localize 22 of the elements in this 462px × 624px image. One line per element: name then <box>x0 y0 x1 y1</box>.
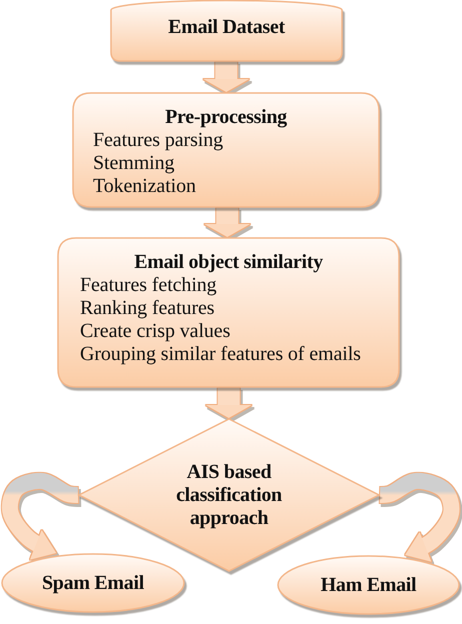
process-box <box>72 92 380 208</box>
block-arrow <box>203 62 250 92</box>
data-source-box <box>110 0 343 62</box>
step-text: Features parsing <box>93 129 224 152</box>
step-text: Create crisp values <box>80 320 230 343</box>
step-text: Stemming <box>93 152 174 175</box>
result-label: Ham Email <box>320 574 416 596</box>
result-label: Spam Email <box>42 572 144 594</box>
block-arrow <box>204 208 250 237</box>
decision-text: AIS based classification approach <box>175 460 283 530</box>
step-text: Tokenization <box>93 175 196 198</box>
process-box <box>57 237 400 388</box>
box-heading: Email object similarity <box>134 251 323 274</box>
result-ellipse <box>1 553 185 613</box>
step-text: Ranking features <box>80 297 214 320</box>
step-text: Grouping similar features of emails <box>80 343 361 366</box>
box-heading: Pre-processing <box>165 106 287 129</box>
decision-diamond <box>78 418 380 572</box>
result-ellipse <box>277 555 460 615</box>
block-arrow <box>206 388 252 418</box>
step-text: Features fetching <box>80 274 217 297</box>
dataset-label: Email Dataset <box>168 16 285 38</box>
